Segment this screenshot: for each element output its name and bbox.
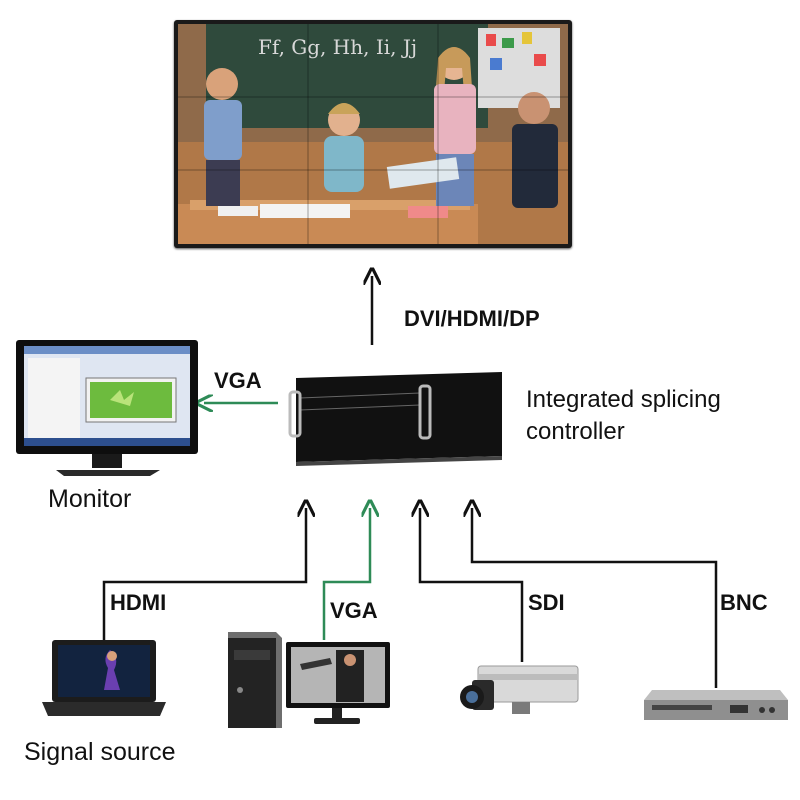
dvd-player xyxy=(644,690,788,720)
laptop xyxy=(42,640,166,716)
hdmi-line xyxy=(102,508,306,640)
output-label: DVI/HDMI/DP xyxy=(404,306,540,331)
classroom-scene: Ff, Gg, Hh, Ii, Jj xyxy=(178,24,568,244)
desktop-pc xyxy=(228,632,390,728)
sdi-line xyxy=(420,508,524,662)
controller-label-line1: Integrated splicing xyxy=(526,386,721,413)
left-handle xyxy=(288,390,302,438)
hdmi-label: HDMI xyxy=(110,590,167,615)
monitor-label: Monitor xyxy=(48,485,132,513)
vga-input-line xyxy=(322,508,370,640)
monitor-vga-label: VGA xyxy=(214,368,262,393)
bnc-label: BNC xyxy=(720,590,768,615)
student-left xyxy=(204,68,242,206)
splicing-controller xyxy=(288,372,502,466)
chalkboard-text: Ff, Gg, Hh, Ii, Jj xyxy=(258,35,417,59)
bnc-line xyxy=(472,508,718,688)
vga-input-label: VGA xyxy=(330,598,378,623)
cctv-camera xyxy=(460,665,579,714)
monitor xyxy=(16,340,198,476)
teacher xyxy=(324,103,364,192)
controller-label-line2: controller xyxy=(526,418,625,445)
video-wall: Ff, Gg, Hh, Ii, Jj xyxy=(174,20,572,248)
sdi-label: SDI xyxy=(528,590,565,615)
student-right xyxy=(512,92,558,208)
signal-source-label: Signal source xyxy=(24,738,176,766)
right-handle xyxy=(418,384,432,440)
